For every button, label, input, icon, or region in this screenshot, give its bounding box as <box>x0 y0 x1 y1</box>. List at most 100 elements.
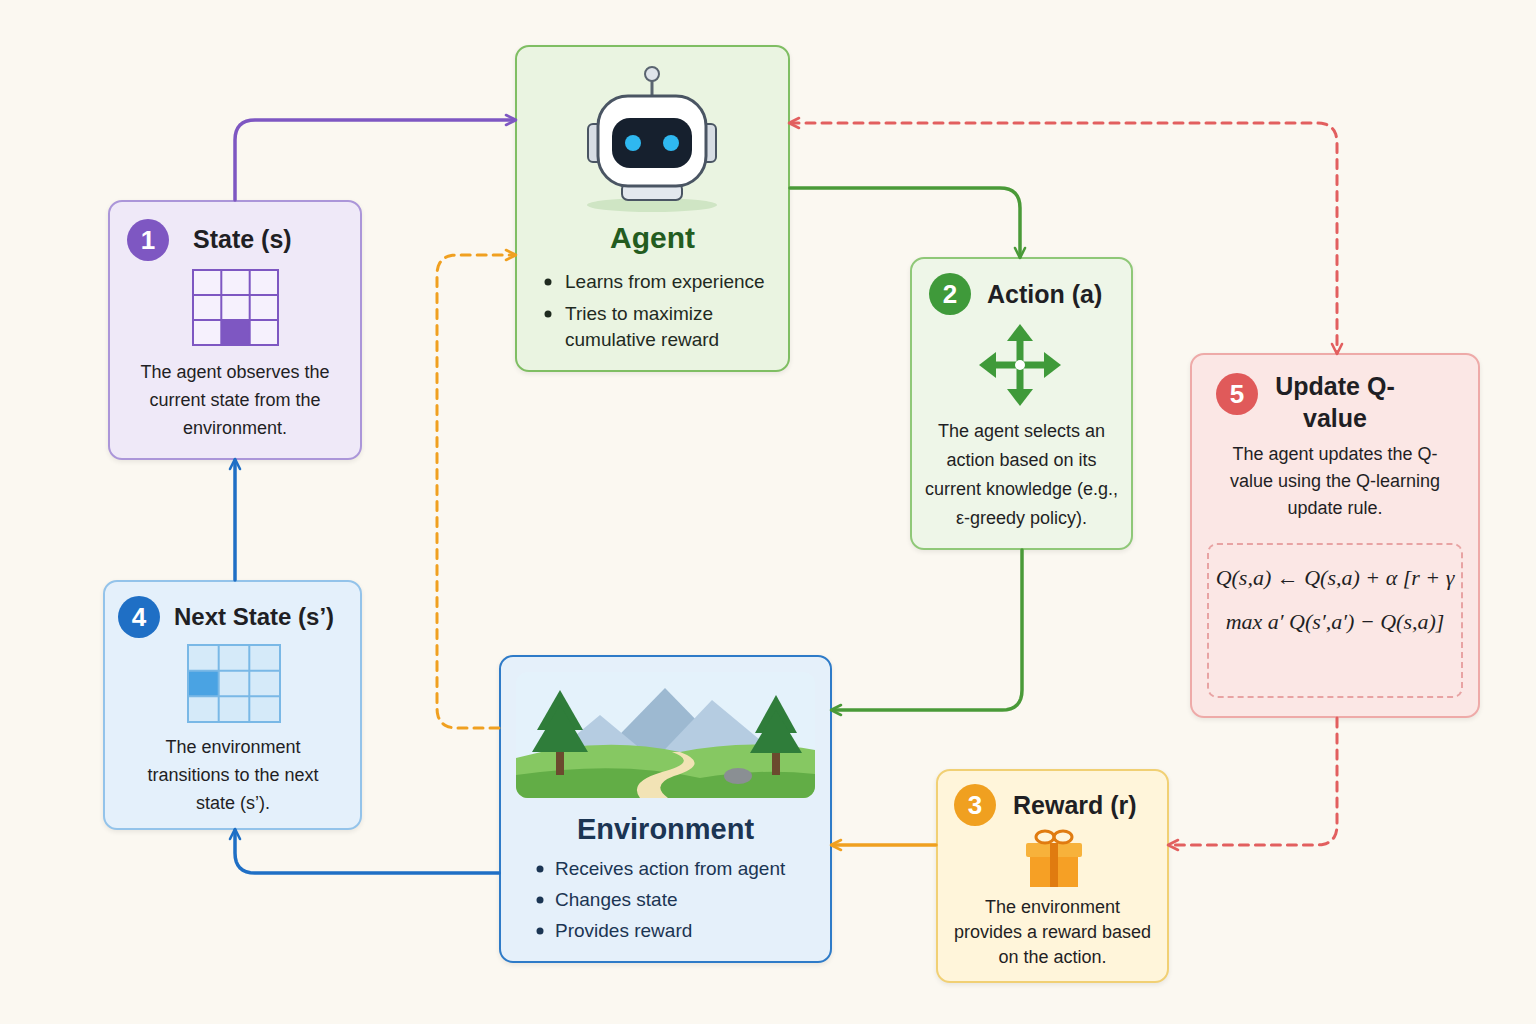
arrow-head <box>1044 352 1061 378</box>
grid-outline <box>193 270 278 345</box>
robot-eye <box>663 135 679 151</box>
robot-ear <box>588 124 602 162</box>
node-description: The agent selects an action based on its… <box>920 417 1123 533</box>
flow-connector <box>790 188 1020 257</box>
robot-eye <box>625 135 641 151</box>
flow-connector <box>233 460 237 580</box>
bullet-dot <box>545 279 552 286</box>
update-formula: Q(s,a) ← Q(s,a) + α [r + γ max a′ Q(s′,a… <box>1215 556 1455 644</box>
arrow-shafts <box>991 336 1049 394</box>
callout-number: 1 <box>126 218 170 262</box>
landscape-illustration <box>516 672 815 798</box>
grid-cell-active <box>221 320 249 345</box>
callout-number: 4 <box>117 595 161 639</box>
hill <box>516 744 815 798</box>
rock <box>724 768 752 784</box>
callout-number-text: 2 <box>928 272 972 316</box>
callout-number: 2 <box>928 272 972 316</box>
robot-antenna <box>651 78 654 98</box>
callout-number: 5 <box>1215 372 1259 416</box>
dashed-connector <box>1169 718 1337 845</box>
bullet-text: Provides reward <box>555 918 825 944</box>
gift-lid <box>1026 843 1082 857</box>
gift-icon <box>1026 831 1082 887</box>
node-title: Reward (r) <box>1013 788 1163 822</box>
bullet-dot <box>537 866 544 873</box>
node-description: The environment provides a reward based … <box>951 895 1154 970</box>
sky <box>516 672 815 798</box>
hill <box>516 768 815 798</box>
node-title: Action (a) <box>987 277 1127 311</box>
robot-head <box>598 96 706 186</box>
bullet-text: Learns from experience <box>565 269 780 295</box>
bullet-dot <box>545 311 552 318</box>
bullet-dot <box>537 897 544 904</box>
action-box: Action (a) The agent selects an action ba… <box>910 257 1133 550</box>
node-title: State (s) <box>193 222 358 256</box>
callout-number-text: 4 <box>117 595 161 639</box>
grid-lines <box>193 270 278 345</box>
flow-connector <box>832 843 936 847</box>
gift-body <box>1030 855 1078 887</box>
robot-face <box>612 118 692 168</box>
tree-trunk <box>772 745 780 775</box>
state-box: State (s) The agent observes the current … <box>108 200 362 460</box>
move-arrows-icon <box>979 324 1061 406</box>
formula-box: Q(s,a) ← Q(s,a) + α [r + γ max a′ Q(s′,a… <box>1207 543 1463 698</box>
flow-connector <box>832 550 1022 710</box>
grid-cell-active <box>188 671 219 697</box>
mountain <box>540 715 660 765</box>
flow-connector <box>235 830 499 873</box>
robot-antenna-tip <box>645 67 659 81</box>
bullet-text: Tries to maximize cumulative reward <box>565 301 775 353</box>
gift-ribbon <box>1050 843 1058 887</box>
next-state-grid-icon <box>188 645 280 722</box>
dashed-connector <box>790 123 1337 353</box>
arrow-head <box>979 352 996 378</box>
arrow-head <box>1007 324 1033 341</box>
gift-bow <box>1036 831 1054 843</box>
node-title: Next State (s’) <box>174 600 359 634</box>
gift-bow <box>1054 831 1072 843</box>
callout-number-text: 1 <box>126 218 170 262</box>
callout-circle-shape <box>127 219 169 261</box>
mountain <box>650 700 790 765</box>
path-road <box>637 752 695 798</box>
grid-background <box>193 270 278 345</box>
callout-circle-shape <box>1216 373 1258 415</box>
node-description: The environment transitions to the next … <box>128 733 338 817</box>
update-box: Update Q-valueThe agent updates the Q-va… <box>1190 353 1480 718</box>
callout-number-text: 3 <box>953 783 997 827</box>
robot-shadow <box>587 198 717 212</box>
state-grid-icon <box>193 270 278 345</box>
callout-number: 3 <box>953 783 997 827</box>
tree-crown <box>537 690 583 730</box>
grid-outline <box>188 645 280 722</box>
node-title: Agent <box>515 218 790 258</box>
callout-circle-shape <box>118 596 160 638</box>
bullet-text: Changes state <box>555 887 825 913</box>
node-description: The agent updates the Q-value using the … <box>1225 441 1445 522</box>
node-title: Environment <box>499 810 832 848</box>
node-description: The agent observes the current state fro… <box>132 358 338 442</box>
environment-box: EnvironmentReceives action from agentCha… <box>499 655 832 963</box>
mountain <box>590 688 740 765</box>
callout-circle-shape <box>929 273 971 315</box>
tree-crown <box>755 695 797 733</box>
arrow-head <box>1007 389 1033 406</box>
robot-ear <box>702 124 716 162</box>
node-title: Update Q-value <box>1265 370 1405 434</box>
tree-trunk <box>556 745 564 775</box>
agent-box: AgentLearns from experienceTries to maxi… <box>515 45 790 372</box>
grid-lines <box>188 645 280 722</box>
tree-crown <box>532 705 588 752</box>
robot-icon <box>587 67 717 212</box>
bullet-text: Receives action from agent <box>555 856 825 882</box>
tree-crown <box>750 710 802 753</box>
next-state-box: Next State (s’) The environment transitio… <box>103 580 362 830</box>
arrow-center <box>1015 360 1025 370</box>
bullet-dot <box>537 928 544 935</box>
callout-number-text: 5 <box>1215 372 1259 416</box>
flow-connector <box>235 120 515 200</box>
robot-body <box>622 183 682 200</box>
